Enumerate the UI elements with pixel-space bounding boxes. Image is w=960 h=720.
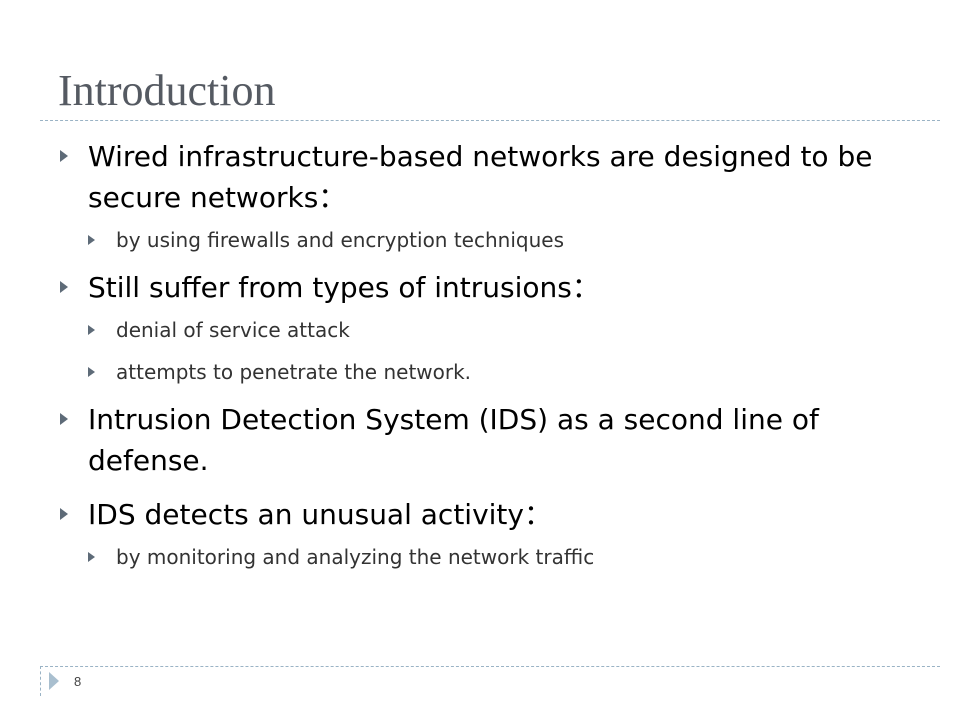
footer-left-divider <box>40 666 41 696</box>
footer-divider <box>40 666 940 667</box>
bullet-text: Wired infrastructure-based networks are … <box>88 140 873 214</box>
bullet-item: Wired infrastructure-based networks are … <box>60 136 920 254</box>
bullet-list: Wired infrastructure-based networks are … <box>60 136 920 584</box>
bullet-item: Still suffer from types of intrusions： d… <box>60 267 920 386</box>
triangle-right-icon <box>60 413 68 425</box>
triangle-right-icon <box>60 281 68 293</box>
sub-bullet-text: by monitoring and analyzing the network … <box>116 545 595 569</box>
slide-title: Introduction <box>58 66 276 115</box>
sub-bullet-item: attempts to penetrate the network. <box>88 358 920 386</box>
footer-triangle-icon <box>49 672 59 690</box>
triangle-right-icon <box>88 325 95 335</box>
sub-bullet-text: denial of service attack <box>116 318 350 342</box>
triangle-right-icon <box>60 508 68 520</box>
sub-bullet-list: by monitoring and analyzing the network … <box>88 543 920 571</box>
triangle-right-icon <box>88 552 95 562</box>
bullet-item: Intrusion Detection System (IDS) as a se… <box>60 399 920 481</box>
bullet-text: IDS detects an unusual activity： <box>88 498 552 531</box>
sub-bullet-item: by monitoring and analyzing the network … <box>88 543 920 571</box>
sub-bullet-list: by using firewalls and encryption techni… <box>88 226 920 254</box>
page-number: 8 <box>74 674 82 689</box>
title-divider <box>40 120 940 121</box>
triangle-right-icon <box>60 150 68 162</box>
sub-bullet-list: denial of service attack attempts to pen… <box>88 316 920 386</box>
sub-bullet-text: attempts to penetrate the network. <box>116 360 472 384</box>
bullet-text: Still suffer from types of intrusions： <box>88 271 600 304</box>
triangle-right-icon <box>88 235 95 245</box>
bullet-text: Intrusion Detection System (IDS) as a se… <box>88 403 819 477</box>
sub-bullet-text: by using firewalls and encryption techni… <box>116 228 564 252</box>
triangle-right-icon <box>88 367 95 377</box>
bullet-item: IDS detects an unusual activity： by moni… <box>60 494 920 571</box>
sub-bullet-item: denial of service attack <box>88 316 920 344</box>
sub-bullet-item: by using firewalls and encryption techni… <box>88 226 920 254</box>
